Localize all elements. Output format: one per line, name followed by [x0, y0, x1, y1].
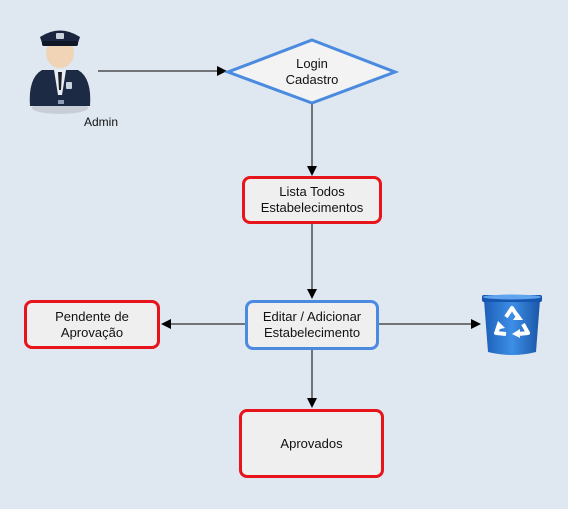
recycle-bin-icon	[482, 294, 542, 355]
editar-adicionar-node: Editar / Adicionar Estabelecimento	[245, 300, 379, 350]
admin-label: Admin	[84, 115, 119, 129]
login-decision-diamond	[223, 38, 400, 105]
aprovados-node: Aprovados	[239, 409, 384, 478]
login-node-label: Login Cadastro	[285, 56, 339, 87]
police-officer-icon	[29, 30, 91, 114]
pendente-aprovacao-node: Pendente de Aprovação	[24, 300, 160, 349]
lista-todos-node: Lista Todos Estabelecimentos	[242, 176, 382, 224]
